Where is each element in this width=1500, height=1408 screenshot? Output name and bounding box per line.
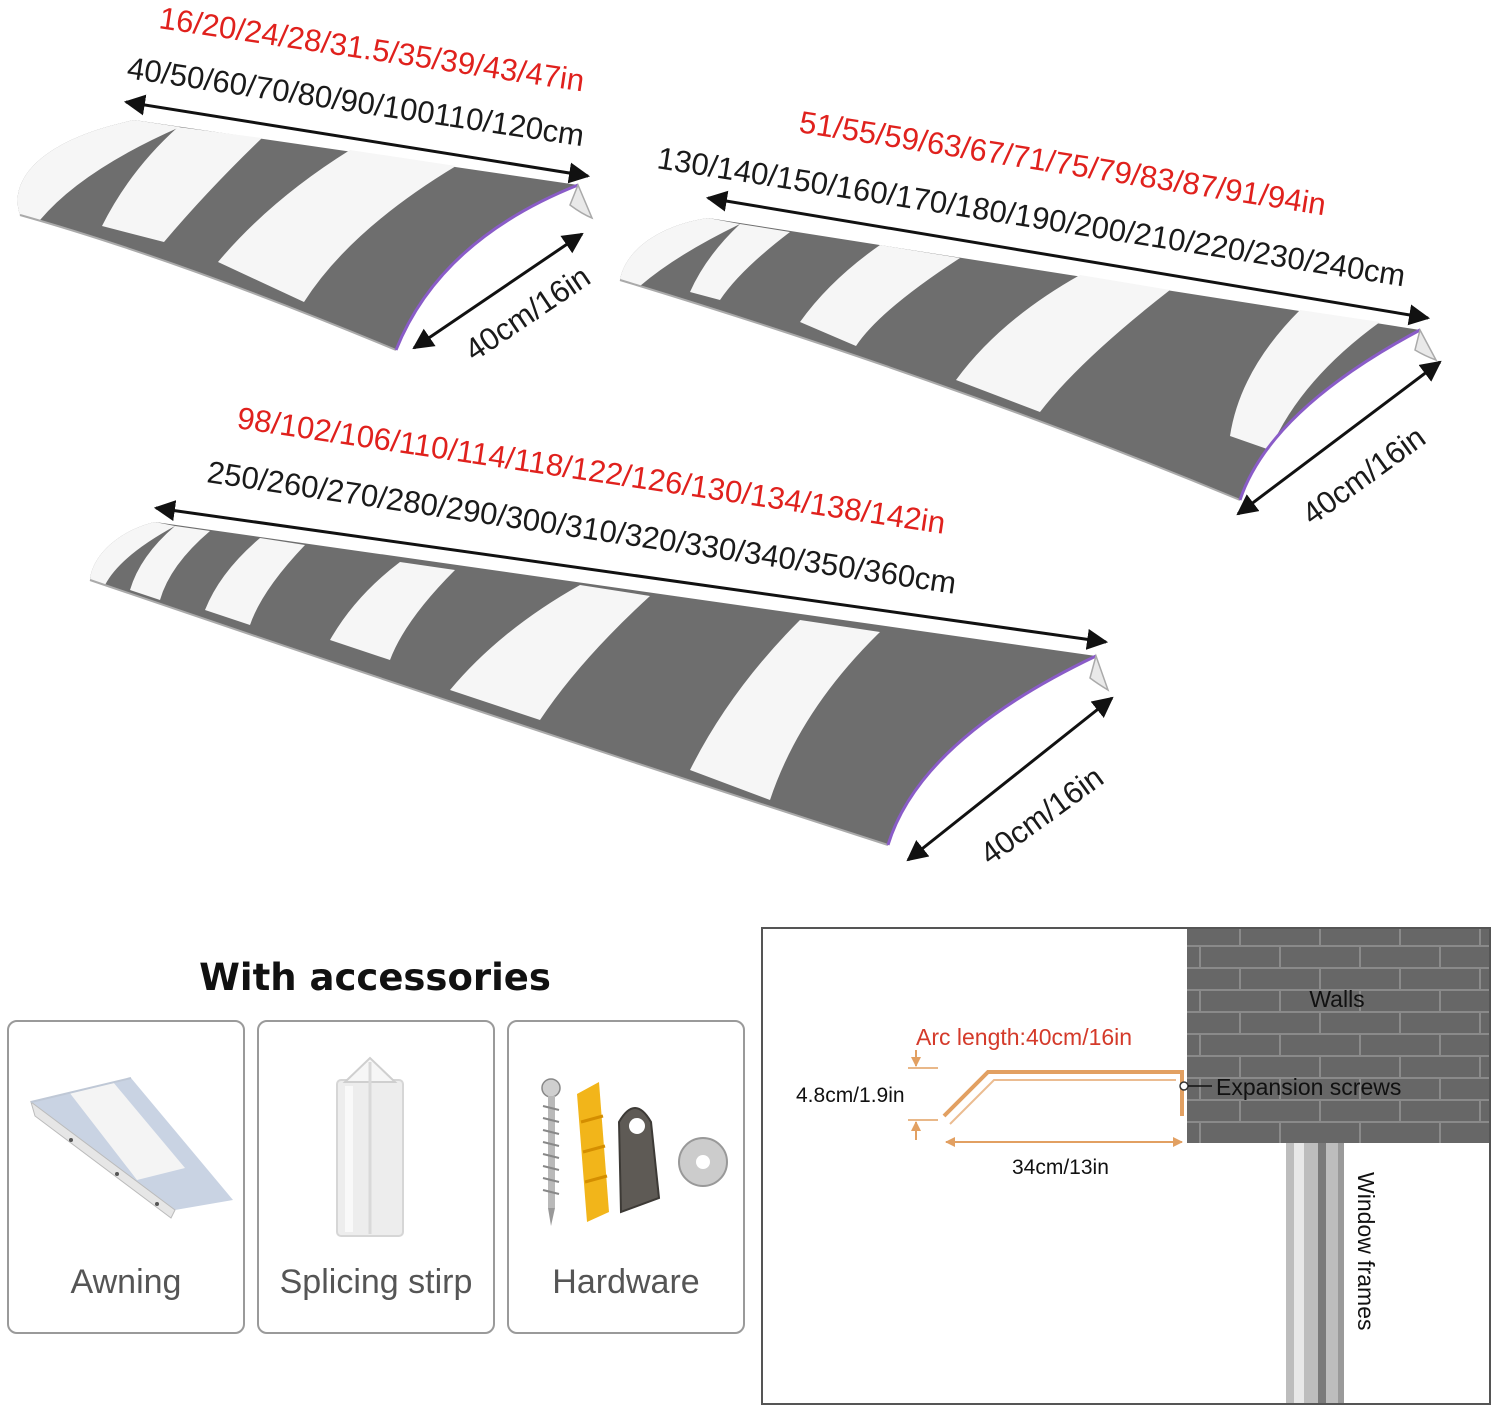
expansion-screws-label: Expansion screws xyxy=(1216,1074,1401,1100)
accessory-card-hardware: Hardware xyxy=(507,1020,745,1334)
walls-label: Walls xyxy=(1309,986,1364,1012)
awning-diagram-medium: 51/55/59/63/67/71/75/79/83/87/91/94in 13… xyxy=(619,104,1442,532)
hardware-label: Hardware xyxy=(552,1263,700,1301)
awning-piece-icon xyxy=(30,1077,233,1219)
screw-icon xyxy=(541,1078,561,1226)
awning-diagram-small: 16/20/24/28/31.5/35/39/43/47in 40/50/60/… xyxy=(17,0,596,368)
depth-arrow-small xyxy=(412,232,584,350)
window-frame-pole xyxy=(1286,1143,1344,1403)
wall-plug-icon xyxy=(577,1082,609,1222)
awning-diagram-large: 98/102/106/110/114/118/122/126/130/134/1… xyxy=(89,400,1114,872)
splicing-strip-icon xyxy=(336,1056,404,1237)
window-frames-label: Window frames xyxy=(1353,1172,1379,1330)
awning-label: Awning xyxy=(70,1263,182,1301)
bracket-clip-icon xyxy=(617,1107,661,1214)
length-arrow-large xyxy=(153,500,1109,650)
screw-point-icon xyxy=(1179,1081,1189,1091)
splicing-strip-label: Splicing stirp xyxy=(279,1263,473,1301)
depth-arrow-medium xyxy=(1236,360,1442,516)
depth-label-medium: 40cm/16in xyxy=(1296,419,1432,531)
depth-label-large: 40cm/16in xyxy=(974,759,1110,871)
installation-diagram: Walls Arc length:40cm/16in 4.8cm/1.9in E… xyxy=(761,927,1491,1405)
awning-bracket-profile xyxy=(942,1070,1184,1118)
accessory-card-awning: Awning xyxy=(7,1020,245,1334)
depth-label-small: 40cm/16in xyxy=(458,259,596,368)
washer-icon xyxy=(678,1137,728,1187)
depth-arrow-large xyxy=(906,696,1114,862)
accessories-title: With accessories xyxy=(199,956,551,999)
width-label: 34cm/13in xyxy=(1012,1156,1109,1179)
length-arrow-small xyxy=(123,94,591,184)
height-label: 4.8cm/1.9in xyxy=(796,1084,905,1107)
accessory-card-splicing-strip: Splicing stirp xyxy=(257,1020,495,1334)
wall-bricks xyxy=(1187,929,1489,1143)
length-arrow-medium xyxy=(705,190,1431,326)
arc-length-label: Arc length:40cm/16in xyxy=(916,1024,1132,1050)
hardware-icon xyxy=(541,1078,728,1226)
